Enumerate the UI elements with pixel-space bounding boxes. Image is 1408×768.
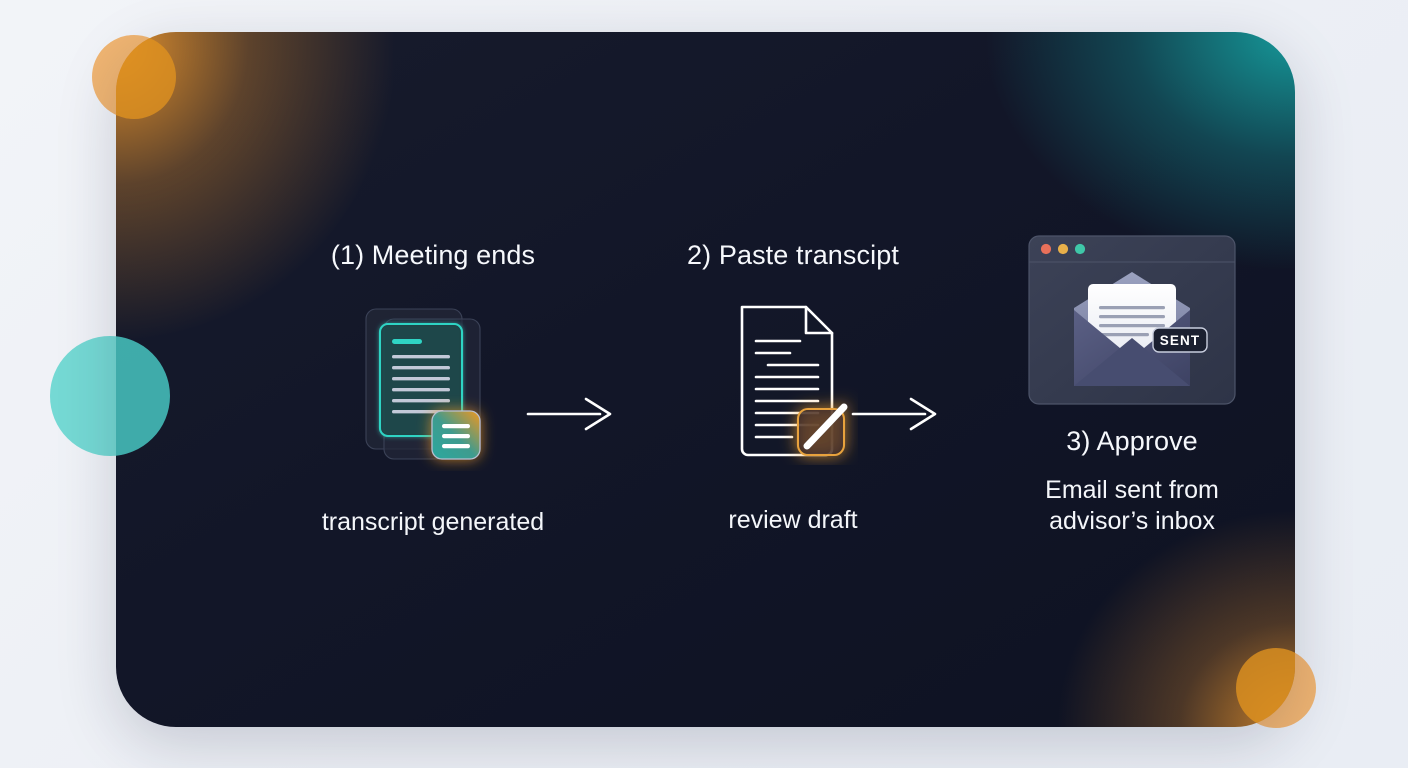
workflow-diagram: (1) Meeting ends (116, 32, 1295, 727)
email-window-envelope-icon: SENT (982, 234, 1282, 406)
step-2-caption: review draft (728, 506, 858, 534)
flow-step-1: (1) Meeting ends (268, 240, 598, 538)
flow-step-2: 2) Paste transcipt (628, 240, 958, 536)
arrow-step1-to-step2 (526, 394, 616, 434)
step-1-title: (1) Meeting ends (330, 240, 536, 270)
dark-feature-card: (1) Meeting ends (116, 32, 1295, 727)
step-3-caption-line-2: advisor’s inbox (1049, 507, 1215, 535)
arrow-step2-to-step3 (851, 394, 941, 434)
step-1-caption: transcript generated (321, 508, 545, 536)
traffic-light-red (1040, 243, 1052, 255)
flow-step-3: SENT 3) Approve Email sent from advisor’… (982, 235, 1282, 537)
sent-badge-label: SENT (1160, 333, 1200, 348)
stacked-transcript-documents-icon (268, 303, 598, 471)
orange-circle-bottom-right-overlap (1236, 648, 1295, 727)
traffic-light-green (1074, 243, 1086, 255)
sent-badge: SENT (1152, 327, 1208, 353)
step-3-title: 3) Approve (1066, 426, 1198, 456)
document-with-pen-icon (628, 297, 958, 465)
step-3-caption-line-1: Email sent from (1045, 476, 1219, 504)
step-2-title: 2) Paste transcipt (687, 240, 899, 270)
traffic-light-yellow (1057, 243, 1069, 255)
